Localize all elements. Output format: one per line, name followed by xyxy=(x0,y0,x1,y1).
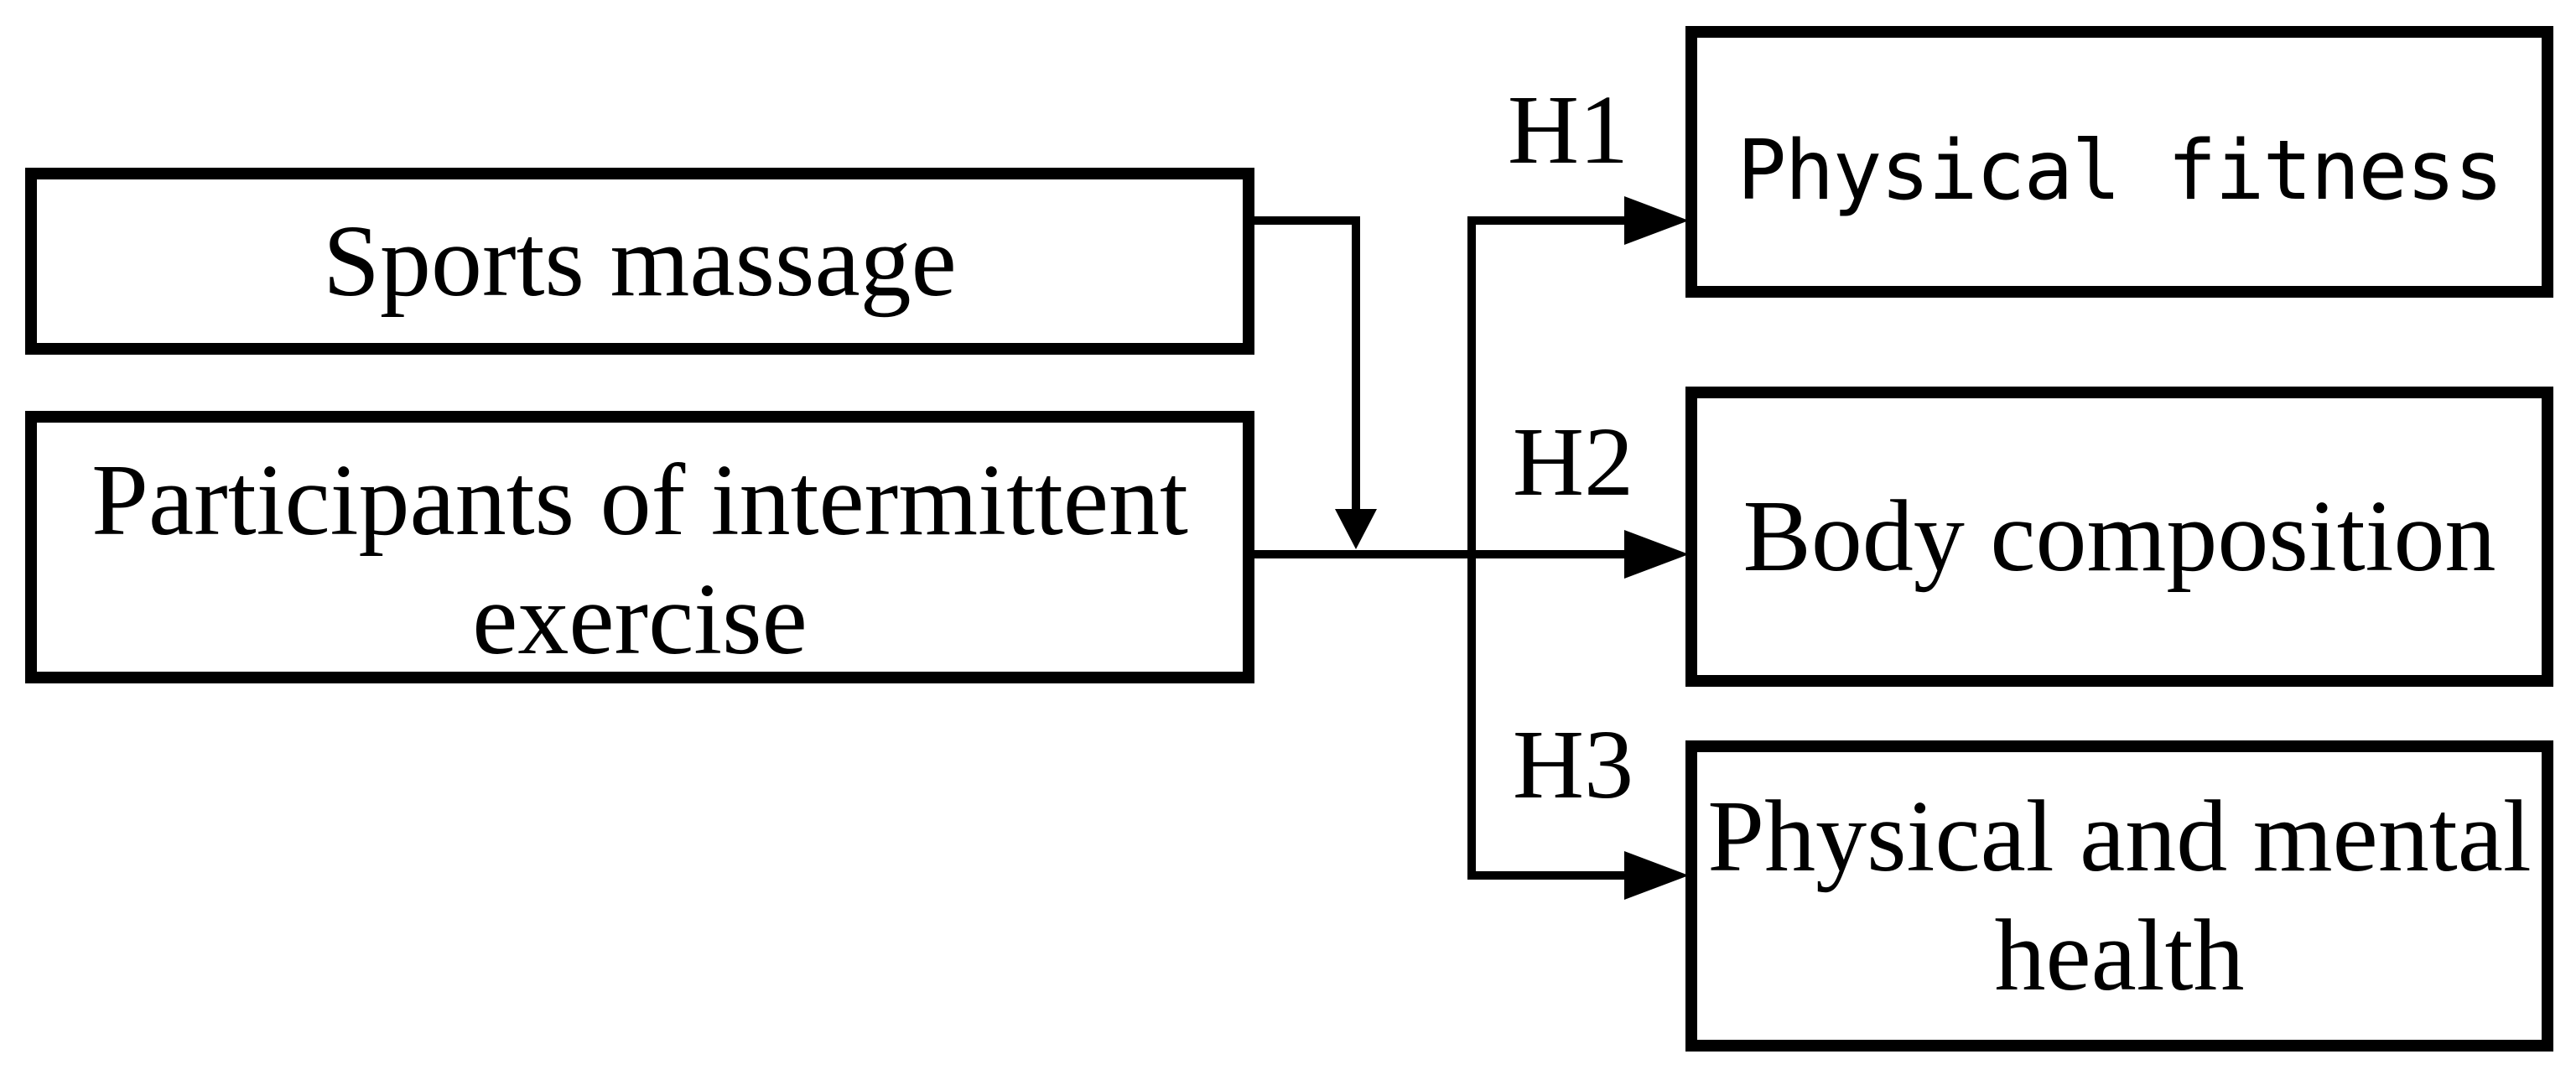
h1-arrowhead-icon xyxy=(1624,196,1689,245)
label-h2: H2 xyxy=(1512,407,1634,517)
h3-arrowhead-icon xyxy=(1624,851,1689,900)
box-mental-health-label-line1: Physical and mental xyxy=(1707,779,2532,893)
box-mental-health: Physical and mental health xyxy=(1685,740,2553,1052)
box-sports-massage: Sports massage xyxy=(25,168,1254,355)
box-physical-fitness-label: Physical fitness xyxy=(1737,123,2503,220)
h2-arrowhead-icon xyxy=(1624,530,1689,579)
box-physical-fitness: Physical fitness xyxy=(1685,26,2553,298)
connector-sports-exit-vertical xyxy=(1352,216,1360,511)
box-body-composition-label: Body composition xyxy=(1742,480,2496,594)
h1-arrow-line xyxy=(1467,216,1628,225)
connector-trunk-vertical xyxy=(1467,216,1476,880)
box-sports-massage-label: Sports massage xyxy=(323,204,957,318)
label-h1: H1 xyxy=(1507,75,1629,184)
box-participants-label-line2: exercise xyxy=(472,562,808,676)
label-h3: H3 xyxy=(1512,709,1634,819)
connector-sports-exit-horizontal xyxy=(1249,216,1360,225)
box-mental-health-label-line2: health xyxy=(1994,898,2245,1012)
box-participants-label-line1: Participants of intermittent xyxy=(91,443,1188,557)
connector-participants-h2-line xyxy=(1249,550,1628,558)
merge-arrowhead-down-icon xyxy=(1335,509,1377,549)
box-participants: Participants of intermittent exercise xyxy=(25,411,1254,683)
h3-arrow-line xyxy=(1467,871,1628,880)
box-body-composition: Body composition xyxy=(1685,387,2553,687)
